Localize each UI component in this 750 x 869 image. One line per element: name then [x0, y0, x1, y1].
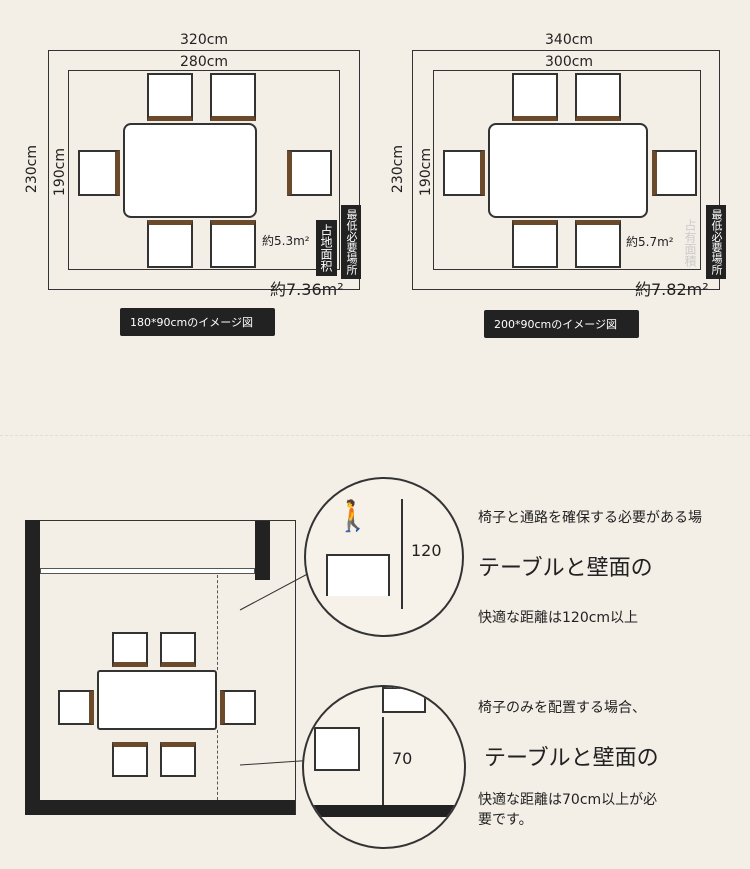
chair: [58, 690, 94, 725]
outer-height-label: 230cm: [24, 145, 40, 194]
caption: 180*90cmのイメージ図: [120, 308, 275, 336]
measure-line: [382, 717, 384, 805]
chair: [210, 220, 256, 268]
chair: [382, 687, 426, 713]
chair: [512, 220, 558, 268]
chair: [575, 73, 621, 121]
outer-area: [48, 50, 360, 290]
chair: [220, 690, 256, 725]
inner-height-label: 190cm: [418, 148, 434, 197]
chair: [112, 742, 148, 777]
chair: [160, 742, 196, 777]
note-bottom-line3: 快適な距離は70cm以上が必要です。: [478, 792, 658, 828]
chair: [287, 150, 332, 196]
table: [488, 123, 648, 218]
chair: [575, 220, 621, 268]
note-bottom-line2: テーブルと壁面の: [484, 746, 659, 771]
detail-circle-bottom: 70: [302, 685, 466, 849]
divider: [0, 435, 750, 436]
window: [40, 568, 255, 574]
wall-left: [25, 520, 40, 815]
chair: [78, 150, 120, 196]
chair: [147, 220, 193, 268]
chair: [652, 150, 697, 196]
table-area-tag: 占有面積: [683, 219, 697, 267]
table-area-label: 約5.3m²: [262, 234, 310, 248]
table: [97, 670, 217, 730]
chair: [112, 632, 148, 667]
outer-width-label: 320cm: [180, 32, 229, 48]
chair: [443, 150, 485, 196]
inner-height-label: 190cm: [52, 148, 68, 197]
table-area-tag: 占地面积: [316, 220, 337, 276]
note-top-line1: 椅子と通路を確保する必要がある場: [478, 510, 702, 526]
distance-line-top: [217, 575, 218, 670]
outer-height-label: 230cm: [390, 145, 406, 194]
outer-width-label: 340cm: [545, 32, 594, 48]
note-top-line3: 快適な距離は120cm以上: [478, 610, 639, 626]
distance-line-bottom: [217, 730, 218, 800]
total-area-label: 約7.82m²: [635, 280, 709, 299]
note-bottom-line1: 椅子のみを配置する場合、: [478, 700, 646, 716]
wall-edge: [295, 520, 296, 815]
inner-width-label: 280cm: [180, 54, 229, 70]
total-area-label: 約7.36m²: [270, 280, 344, 299]
table-area-label: 約5.7m²: [626, 235, 674, 249]
wall-right: [255, 520, 270, 580]
chair: [160, 632, 196, 667]
chair: [326, 554, 390, 596]
inner-width-label: 300cm: [545, 54, 594, 70]
inner-area: [433, 70, 701, 270]
measure-line: [401, 499, 403, 609]
chair: [512, 73, 558, 121]
note-top-line2: テーブルと壁面の: [478, 556, 653, 581]
inner-area: [68, 70, 340, 270]
wall: [304, 805, 464, 817]
wall-top: [40, 520, 295, 521]
table: [123, 123, 257, 218]
wall-bottom: [25, 800, 295, 815]
caption: 200*90cmのイメージ図: [484, 310, 639, 338]
measure-label: 70: [392, 749, 413, 768]
detail-circle-top: 🚶 120: [304, 477, 464, 637]
total-area-tag: 最低必要場所: [341, 205, 361, 279]
person-icon: 🚶: [334, 499, 372, 534]
chair: [147, 73, 193, 121]
measure-label: 120: [411, 541, 442, 560]
outer-area: [412, 50, 720, 290]
total-area-tag: 最低必要場所: [706, 205, 726, 279]
chair: [314, 727, 360, 771]
chair: [210, 73, 256, 121]
